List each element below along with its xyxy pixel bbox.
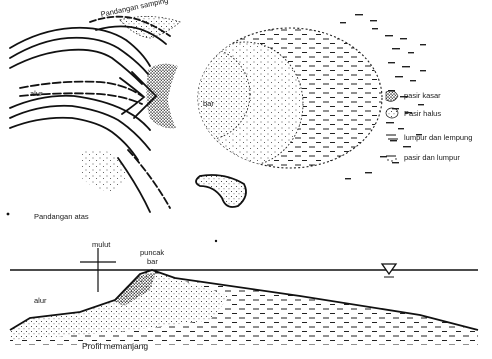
legend-label-coarse-sand: pasir kasar: [404, 92, 441, 100]
longitudinal-profile: [10, 248, 480, 350]
fine-sand-symbol: [386, 108, 398, 118]
profile-channel-label: alur: [34, 297, 47, 305]
legend-label-sand-mud: pasir dan lumpur: [404, 154, 460, 162]
stray-mark: [7, 213, 10, 216]
crest-label-line1: puncak: [140, 249, 164, 257]
legend-label-mud-clay: lumpur dan lempung: [404, 134, 472, 142]
plan-channel-label: alur: [30, 90, 43, 98]
crest-label-line2: bar: [147, 258, 158, 266]
upper-sand-spit: [120, 16, 180, 38]
sand-mud-symbol: [386, 156, 397, 162]
water-level-triangle-icon: [382, 264, 396, 274]
lower-levee-island: [196, 175, 246, 207]
sand-mud-patch: [80, 149, 126, 192]
legend-label-fine-sand: Pasir halus: [404, 110, 441, 118]
profile-title: Profil memanjang: [82, 342, 148, 351]
mud-clay-symbol: [386, 135, 398, 139]
stray-mark: [215, 240, 217, 242]
plan-view-label: Pandangan atas: [34, 213, 89, 221]
mouth-label: mulut: [92, 241, 110, 249]
bar-body: [146, 28, 382, 168]
coarse-sand-symbol: [386, 91, 398, 102]
plan-view: [10, 14, 426, 212]
legend: [386, 91, 398, 162]
bar-label: bar: [203, 100, 214, 108]
